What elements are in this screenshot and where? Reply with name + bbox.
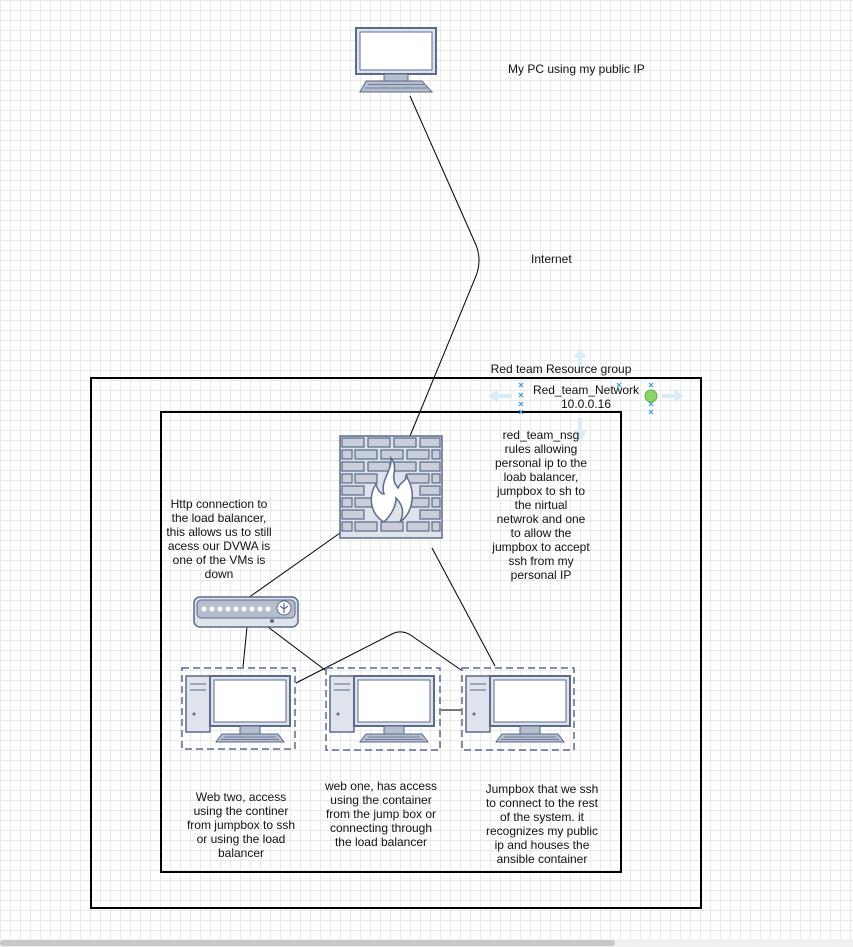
resize-arrow-left-icon [488, 389, 512, 403]
load-balancer-to-web-two-line [242, 626, 248, 668]
web-one-computer-icon[interactable] [329, 675, 435, 743]
firewall-to-load-balancer-line [247, 532, 341, 599]
web-two-label: Web two, access using the continer from … [186, 790, 296, 860]
load-balancer-icon[interactable] [193, 596, 299, 628]
load-balancer-label: Http connection to the load balancer, th… [166, 497, 272, 581]
web-one-label: web one, has access using the container … [324, 779, 438, 849]
pc-label: My PC using my public IP [508, 62, 645, 76]
jumpbox-computer-icon[interactable] [465, 675, 571, 743]
load-balancer-to-web-one-line [267, 626, 326, 671]
network-name-label[interactable]: Red_team_Network [532, 383, 640, 397]
jumpbox-to-web-two-line [295, 631, 462, 684]
horizontal-scrollbar[interactable] [0, 939, 853, 947]
web-one-vm-box[interactable] [325, 667, 441, 751]
selection-handles[interactable] [488, 348, 684, 442]
web-two-vm-box[interactable] [181, 667, 296, 750]
internet-label: Internet [531, 252, 572, 266]
pc-monitor-icon[interactable] [355, 27, 437, 93]
firewall-to-jumpbox-line [431, 547, 496, 667]
jumpbox-vm-box[interactable] [461, 667, 575, 751]
resource-group-box[interactable] [90, 377, 702, 909]
resource-group-label: Red team Resource group [490, 362, 632, 376]
jumpbox-label: Jumpbox that we ssh to connect to the re… [485, 782, 599, 866]
network-ip-label: 10.0.0.16 [560, 397, 612, 411]
resize-arrow-down-icon [573, 418, 587, 442]
internet-connection-line [409, 95, 480, 437]
nsg-label: red_team_nsg rules allowing personal ip … [492, 428, 590, 582]
web-two-computer-icon[interactable] [185, 675, 291, 743]
connection-handle-icon [644, 389, 658, 403]
resize-arrow-up-icon [573, 348, 587, 372]
firewall-icon[interactable] [339, 435, 443, 539]
virtual-network-box[interactable] [160, 411, 622, 873]
scrollbar-thumb[interactable] [0, 940, 615, 946]
resize-arrow-right-icon [662, 389, 684, 403]
flame-icon [370, 455, 413, 523]
connections [242, 95, 496, 711]
